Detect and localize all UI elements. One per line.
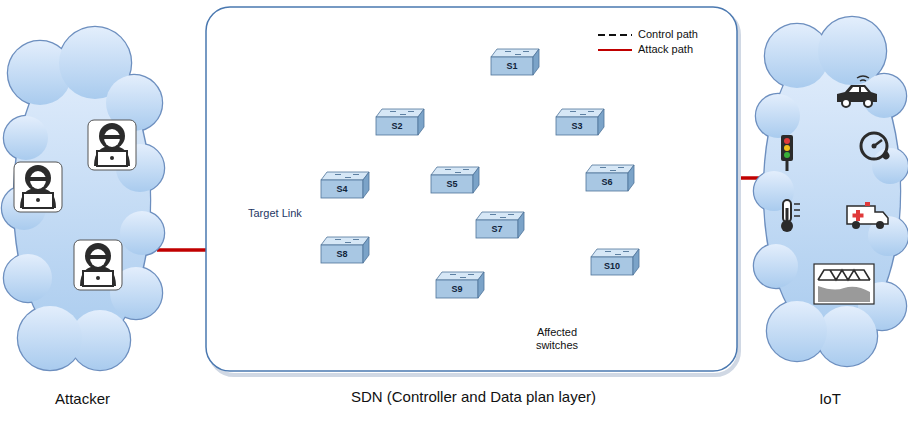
switch-node: S10	[591, 249, 639, 275]
region-heading: SDN (Controller and Data plan layer)	[205, 388, 742, 405]
legend-sample	[598, 45, 632, 55]
switch-node: S5	[431, 167, 479, 193]
switch-node: S6	[586, 165, 634, 191]
legend-text: Control path	[638, 28, 698, 40]
switch-label: S2	[376, 117, 418, 135]
switch-node: S8	[321, 237, 369, 263]
switch-label: S9	[436, 280, 478, 298]
switch-node: S4	[321, 172, 369, 198]
switch-node: S2	[376, 109, 424, 135]
switch-label: S8	[321, 245, 363, 263]
cloud-region: Attacker	[0, 28, 165, 418]
annotation-label: Affected switches	[525, 326, 589, 352]
legend-text: Attack path	[638, 43, 693, 55]
annotation-label: Target Link	[248, 207, 302, 219]
switch-label: S3	[556, 117, 598, 135]
switch-node: S7	[476, 212, 524, 238]
cloud-region: IoT	[752, 16, 908, 416]
switch-label: S7	[476, 220, 518, 238]
legend-sample	[598, 30, 632, 40]
cloud-shape	[752, 16, 908, 366]
switch-label: S6	[586, 173, 628, 191]
switch-label: S10	[591, 257, 633, 275]
switch-node: S9	[436, 272, 484, 298]
cloud-shape	[0, 28, 165, 373]
switch-label: S4	[321, 180, 363, 198]
switch-node: S3	[556, 109, 604, 135]
region-heading: IoT	[752, 390, 908, 407]
switch-label: S1	[491, 57, 533, 75]
region-heading: Attacker	[0, 390, 165, 407]
switch-label: S5	[431, 175, 473, 193]
switch-node: S1	[491, 49, 539, 75]
